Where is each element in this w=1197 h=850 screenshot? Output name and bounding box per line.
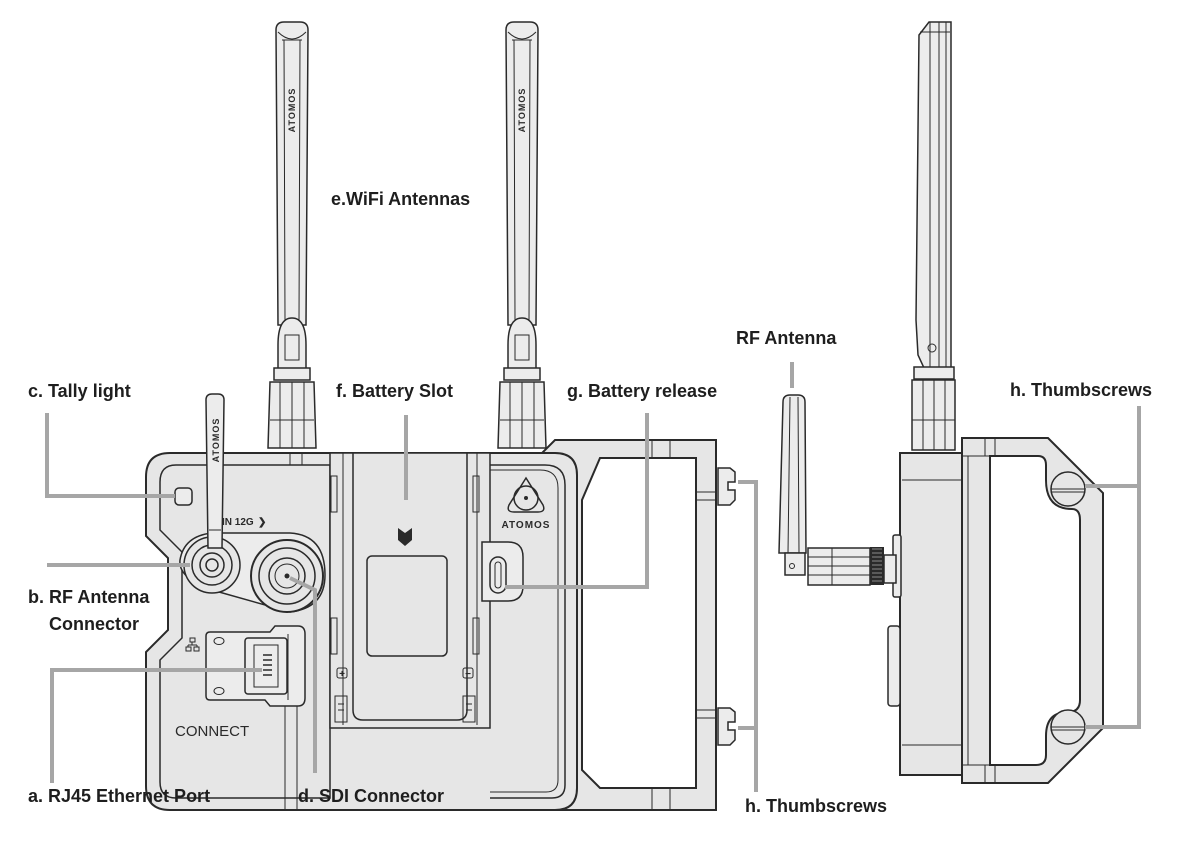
label-wifi-antennas: e.WiFi Antennas	[331, 189, 470, 209]
label-rf-antenna-connector-line1: b. RF Antenna	[28, 587, 150, 607]
antenna-brand-text: ATOMOS	[287, 88, 297, 133]
chevron-down-icon	[398, 528, 412, 546]
atomos-logo-icon	[507, 476, 545, 513]
antenna-brand-text: ATOMOS	[517, 88, 527, 133]
label-sdi-connector: d. SDI Connector	[298, 786, 444, 806]
label-rj45-ethernet-port: a. RJ45 Ethernet Port	[28, 786, 210, 806]
sdi-connector	[250, 539, 324, 613]
thumbscrew-bottom	[717, 707, 736, 746]
side-thumbscrew-bottom	[1050, 709, 1086, 745]
battery-release-button[interactable]	[481, 541, 524, 602]
label-battery-slot: f. Battery Slot	[336, 381, 453, 401]
leader-rj45	[50, 668, 262, 783]
wifi-antenna-left: ATOMOS	[267, 21, 317, 449]
minus-terminal-icon: −	[465, 669, 471, 680]
label-tally-light: c. Tally light	[28, 381, 131, 401]
plus-terminal-icon: +	[339, 669, 345, 680]
rf-antenna-front: ATOMOS	[205, 393, 225, 549]
side-cage-handle	[961, 437, 1104, 784]
leader-sdi	[289, 576, 317, 773]
thumbscrew-top	[717, 467, 736, 506]
logo-panel: ATOMOS	[490, 464, 566, 799]
rj45-ethernet-port	[205, 625, 306, 707]
device-body-side	[887, 452, 963, 776]
network-icon	[185, 637, 200, 652]
leader-thumbscrews-front	[738, 480, 758, 792]
port-label-in-12g: IN 12G	[222, 517, 254, 528]
port-arrow-icon: ❯	[258, 517, 266, 528]
rf-antenna-side	[778, 394, 897, 586]
atomos-brand-text: ATOMOS	[502, 520, 551, 531]
battery-slot: + −	[329, 452, 491, 729]
label-thumbscrews-side: h. Thumbscrews	[1010, 380, 1152, 400]
rf-antenna-brand: ATOMOS	[211, 418, 221, 463]
wifi-antenna-right: ATOMOS	[497, 21, 547, 449]
label-battery-release: g. Battery release	[567, 381, 717, 401]
label-rf-antenna-connector-line2: Connector	[49, 614, 139, 634]
tally-light	[174, 487, 193, 506]
leader-battery-release	[505, 413, 649, 589]
leader-thumbscrews-side	[1085, 406, 1141, 729]
label-thumbscrews-front: h. Thumbscrews	[745, 796, 887, 816]
leader-lines	[45, 362, 1141, 792]
leader-tally-light	[45, 413, 175, 498]
side-thumbscrew-top	[1050, 471, 1086, 507]
device-model-label: CONNECT	[175, 723, 249, 740]
wifi-antenna-side	[911, 21, 956, 451]
label-rf-antenna: RF Antenna	[736, 328, 837, 348]
